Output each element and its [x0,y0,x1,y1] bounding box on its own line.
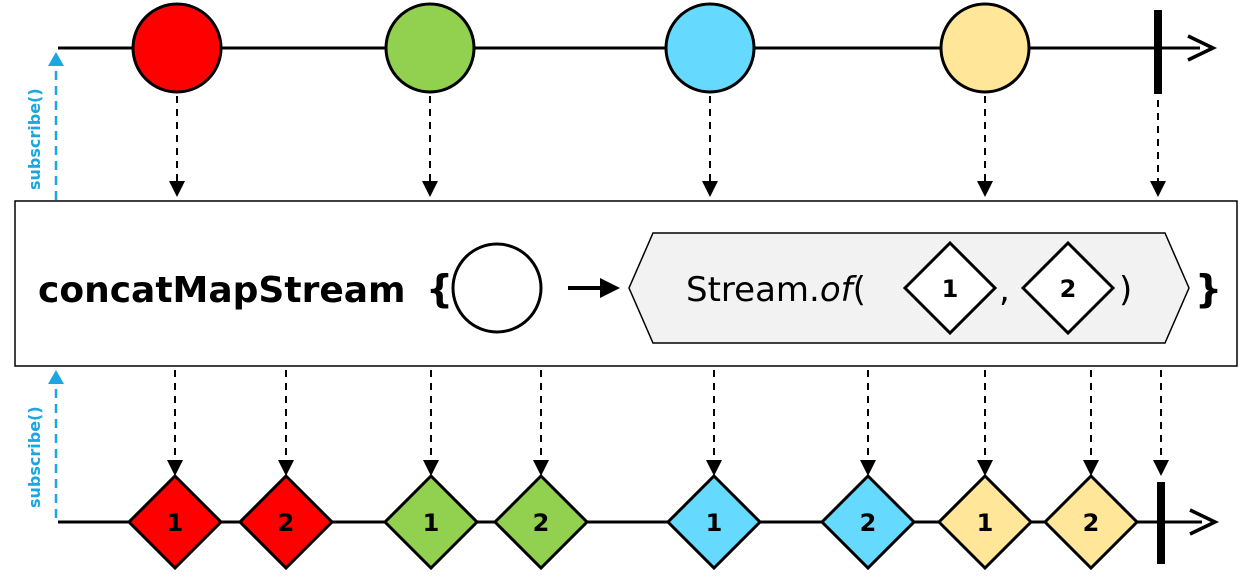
output-arrow [1083,370,1099,476]
output-marble: 2 [1042,473,1140,571]
source-arrow [169,96,185,197]
output-timeline [58,482,1220,564]
stream-close-paren: ) [1119,270,1132,310]
output-marble: 1 [936,473,1034,571]
output-arrow [533,370,549,476]
completion-arrow-bottom [1153,370,1169,476]
output-marble-label: 1 [423,509,440,537]
subscribe-indicator-top: subscribe() [25,52,64,200]
source-marbles [131,2,1031,94]
subscribe-indicator-bottom: subscribe() [25,370,64,518]
output-marble-label: 2 [860,509,877,537]
output-marble: 2 [237,473,335,571]
source-to-operator-arrows [169,96,1166,197]
svg-text:1: 1 [942,275,959,303]
output-arrow [860,370,876,476]
source-marble [664,2,756,94]
output-arrow [706,370,722,476]
operator-open-brace: { [426,267,453,311]
subscribe-label-top: subscribe() [25,88,44,190]
source-marble [939,2,1031,94]
output-arrow [977,370,993,476]
output-marble-label: 2 [533,509,550,537]
output-marble-label: 2 [278,509,295,537]
source-marble [384,2,476,94]
stream-of-text: Stream.of( [686,270,866,310]
output-arrow [423,370,439,476]
source-marble [131,2,223,94]
operator-name: concatMapStream [38,270,406,311]
operator-close-brace: } [1195,267,1222,311]
output-arrow [167,370,183,476]
subscribe-label-bottom: subscribe() [25,406,44,508]
operator-box: concatMapStream { Stream.of( 1 , 2 ) } [14,200,1238,367]
output-marble-label: 1 [706,509,723,537]
stream-comma: , [999,270,1010,310]
source-timeline [58,10,1218,94]
svg-text:2: 2 [1060,275,1077,303]
output-marble: 2 [819,473,917,571]
source-arrow [977,96,993,197]
completion-arrow-top [1150,100,1166,197]
source-arrow [702,96,718,197]
output-marble-label: 2 [1083,509,1100,537]
operator-to-output-arrows [167,370,1169,476]
inner-item-2: 2 [1020,240,1116,336]
source-arrow [422,96,438,197]
output-marble: 2 [492,473,590,571]
output-marble: 1 [665,473,763,571]
output-marble: 1 [126,473,224,571]
operator-input-marble [451,242,543,334]
output-arrow [278,370,294,476]
output-marble-label: 1 [167,509,184,537]
output-marble-label: 1 [977,509,994,537]
output-marbles: 1 2 1 2 1 2 1 2 [126,473,1140,571]
output-marble: 1 [382,473,480,571]
inner-item-1: 1 [902,240,998,336]
